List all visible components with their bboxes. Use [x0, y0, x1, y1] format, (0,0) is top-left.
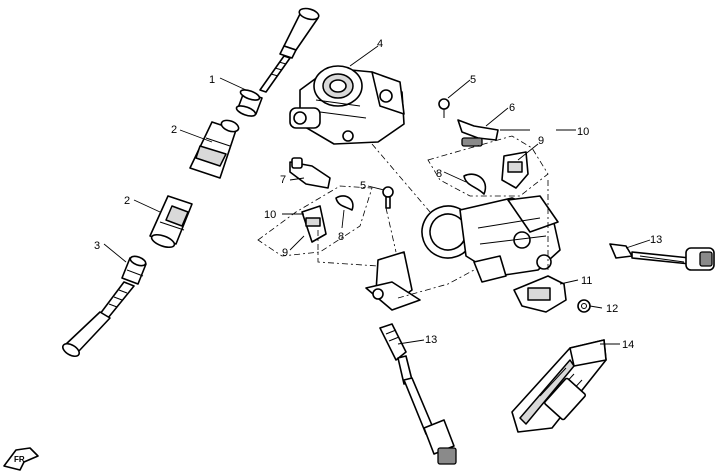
injector-part-7: [289, 157, 331, 189]
callout-10-left: 10: [264, 209, 276, 221]
intake-manifold: [421, 195, 561, 283]
seal-part-8-left: [335, 195, 354, 211]
oxygen-sensor-part-13-bottom: [379, 323, 457, 465]
callout-13-bottom: 13: [425, 334, 437, 346]
callout-5-center: 5: [360, 180, 366, 192]
leader-lines: [103, 45, 651, 345]
callout-9-left: 9: [282, 247, 288, 259]
sensor-part-6: [457, 119, 499, 147]
callout-8-right: 8: [436, 168, 442, 180]
bracket-part-11: [513, 275, 567, 313]
seal-part-8-right: [463, 173, 487, 195]
injector-part-9-left: [301, 205, 327, 243]
intake-sleeve-part-2-upper: [189, 119, 240, 179]
nut-part-12: [577, 299, 591, 313]
callout-13-right: 13: [650, 234, 662, 246]
callout-14: 14: [622, 339, 634, 351]
callout-3: 3: [94, 240, 100, 252]
callout-8-left: 8: [338, 231, 344, 243]
oxygen-sensor-part-13-right: [609, 243, 715, 271]
bolt-part-5-top: [438, 98, 450, 118]
callout-2-upper: 2: [171, 124, 177, 136]
clamp-part-3: [121, 255, 147, 285]
callout-4: 4: [377, 38, 383, 50]
callout-9-right: 9: [538, 135, 544, 147]
bracket-left: [365, 251, 421, 311]
callout-6: 6: [509, 102, 515, 114]
callout-5-top: 5: [470, 74, 476, 86]
assembly-group-outlines: [257, 135, 549, 299]
upper-intake-hose: [259, 7, 320, 93]
throttle-body-part-4: [289, 65, 405, 145]
front-marker-label: FR: [14, 455, 25, 464]
ecu-part-14: [511, 339, 607, 433]
callout-7: 7: [280, 174, 286, 186]
callout-1: 1: [209, 74, 215, 86]
callout-10-right: 10: [577, 126, 589, 138]
callout-12: 12: [606, 303, 618, 315]
injector-part-9-right: [501, 151, 529, 189]
clamp-part-1: [235, 89, 263, 117]
callout-11: 11: [581, 275, 592, 287]
callout-2-lower: 2: [124, 195, 130, 207]
intake-sleeve-part-2-lower: [149, 195, 193, 249]
bolt-part-5-center: [382, 186, 394, 209]
front-direction-arrow-icon: FR: [3, 447, 39, 471]
callout-labels: 1 2 2 3 4 5 5 6 7 8 8 9 9 10 10 11 12 13…: [94, 38, 662, 351]
lower-intake-hose: [62, 281, 135, 358]
